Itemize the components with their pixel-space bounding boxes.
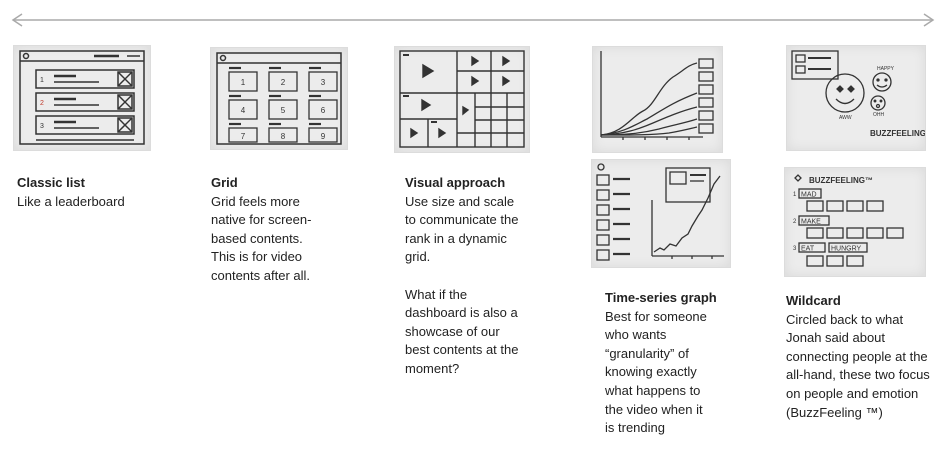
wildcard-column: Wildcard Circled back to what Jonah said…	[786, 292, 944, 422]
list-rank: 1	[40, 77, 44, 84]
visual-approach-title: Visual approach	[405, 175, 506, 190]
emotion-eat: EAT	[801, 246, 815, 253]
grid-column: Grid Grid feels more native for screen- …	[211, 174, 381, 286]
emoji-label: OHH	[873, 112, 885, 118]
grid-num: 5	[281, 106, 286, 115]
list-rank: 3	[40, 123, 44, 130]
time-series-desc-line: is trending	[605, 420, 665, 436]
svg-text:2: 2	[793, 219, 797, 225]
visual-approach-question-line: What if the	[405, 286, 468, 302]
grid-desc-line: Grid feels more	[211, 193, 300, 209]
grid-num: 7	[241, 132, 246, 141]
wildcard-desc-line: Circled back to what	[786, 311, 904, 327]
time-series-desc-line: who wants	[605, 327, 667, 343]
buzzfeeling-logo: BUZZFEELING	[870, 129, 925, 138]
buzzfeeling-emoji-sketch: HAPPY AWW OHH BUZZFEELING	[786, 45, 926, 151]
time-series-chart-sketch	[592, 46, 723, 153]
classic-list-title: Classic list	[17, 175, 85, 190]
svg-text:3: 3	[793, 246, 797, 252]
buzzfeeling-categories-sketch: BUZZFEELING™ 1 MAD 2 MAKE 3 EAT HUNGRY	[784, 167, 926, 277]
visual-approach-question-line: best contents at the	[405, 342, 519, 358]
time-series-title: Time-series graph	[605, 290, 717, 305]
wildcard-desc-line: connecting people at the	[786, 348, 928, 364]
grid-num: 3	[321, 78, 326, 87]
list-rank: 2	[40, 100, 44, 107]
wildcard-desc-line: all-hand, these two focus	[786, 367, 930, 383]
visual-approach-sketch	[394, 46, 530, 153]
visual-approach-desc-line: Use size and scale	[405, 193, 515, 209]
time-series-desc-line: knowing exactly	[605, 364, 697, 380]
time-series-graph-sketch	[591, 159, 731, 268]
visual-approach-question-line: showcase of our	[405, 323, 500, 339]
grid-desc-line: based contents.	[211, 230, 303, 246]
visual-approach-question-line: moment?	[405, 360, 460, 376]
emoji-label: AWW	[839, 115, 852, 121]
svg-text:1: 1	[793, 192, 797, 198]
grid-desc-line: contents after all.	[211, 267, 310, 283]
time-series-desc-line: what happens to	[605, 382, 701, 398]
emoji-label: HAPPY	[877, 66, 895, 72]
emotion-mad: MAD	[801, 192, 817, 199]
wildcard-desc-line: (BuzzFeeling ™)	[786, 404, 883, 420]
time-series-desc-line: “granularity” of	[605, 345, 689, 361]
timeline-arrow	[11, 13, 935, 27]
grid-num: 9	[321, 132, 326, 141]
visual-approach-question-line: dashboard is also a	[405, 305, 518, 321]
grid-sketch: 1 2 3 4 5 6 7 8 9	[210, 47, 348, 150]
grid-num: 2	[281, 78, 286, 87]
visual-approach-column: Visual approach Use size and scale to co…	[405, 174, 575, 379]
emotion-make: MAKE	[801, 219, 821, 226]
visual-approach-desc-line: grid.	[405, 249, 431, 265]
grid-desc-line: This is for video	[211, 249, 303, 265]
grid-desc-line: native for screen-	[211, 212, 312, 228]
visual-approach-desc-line: rank in a dynamic	[405, 230, 507, 246]
classic-list-desc: Like a leaderboard	[17, 193, 125, 209]
grid-num: 6	[321, 106, 326, 115]
classic-list-sketch: 1 2 3	[13, 45, 151, 151]
buzzfeeling-title: BUZZFEELING™	[809, 176, 873, 185]
wildcard-desc-line: on people and emotion	[786, 385, 919, 401]
time-series-column: Time-series graph Best for someone who w…	[605, 289, 775, 438]
emotion-hungry: HUNGRY	[831, 246, 862, 253]
time-series-desc-line: Best for someone	[605, 308, 707, 324]
visual-approach-desc-line: to communicate the	[405, 212, 519, 228]
grid-title: Grid	[211, 175, 238, 190]
grid-num: 8	[281, 132, 286, 141]
classic-list-column: Classic list Like a leaderboard	[17, 174, 187, 211]
grid-num: 4	[241, 106, 246, 115]
wildcard-desc-line: Jonah said about	[786, 330, 886, 346]
wildcard-title: Wildcard	[786, 293, 841, 308]
time-series-desc-line: the video when it	[605, 401, 703, 417]
grid-num: 1	[241, 78, 246, 87]
